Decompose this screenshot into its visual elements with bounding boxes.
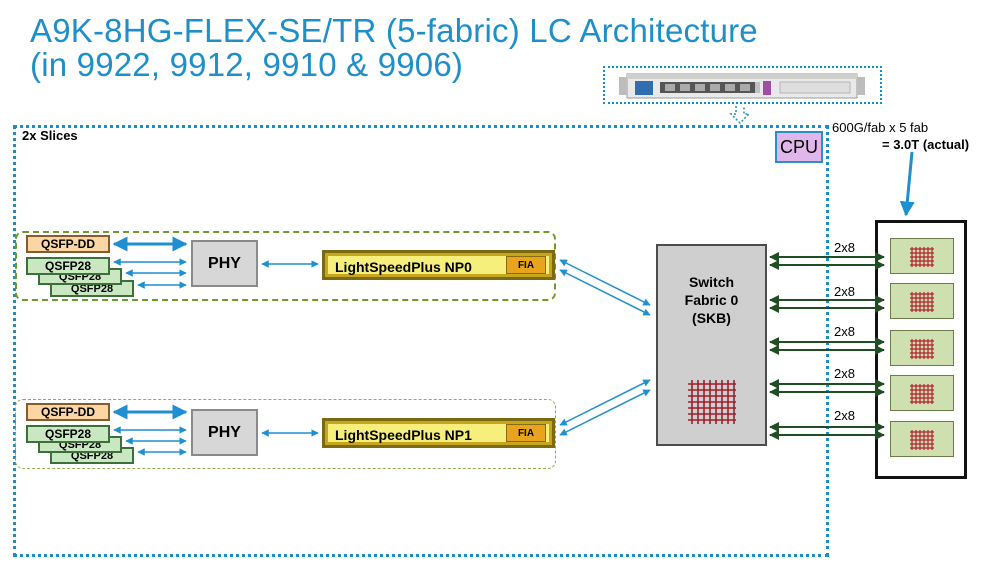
link-label-4: 2x8 — [834, 366, 855, 381]
fabric-card-4 — [890, 375, 954, 411]
linecard-image — [619, 73, 865, 99]
fabric-card-5 — [890, 421, 954, 457]
linecard-connector-icon — [729, 106, 751, 125]
fabric-note-line2: = 3.0T (actual) — [882, 137, 970, 152]
slice-0-qsfpdd: QSFP-DD — [26, 235, 110, 253]
fabric-card-3 — [890, 330, 954, 366]
link-label-3: 2x8 — [834, 324, 855, 339]
slice-0-fia: FIA — [506, 256, 546, 274]
fabric-card-1 — [890, 238, 954, 274]
fabric-card-5-chip-icon — [910, 430, 934, 450]
fabric-card-2-chip-icon — [910, 292, 934, 312]
slice-1-qsfp28-front: QSFP28 — [26, 425, 110, 443]
slice-1-frame — [15, 399, 556, 469]
slice-1-qsfpdd: QSFP-DD — [26, 403, 110, 421]
slice-1-np-label: LightSpeedPlus NP1 — [335, 427, 472, 443]
switch-fabric-line1: Switch — [688, 274, 735, 290]
slice-0-phy: PHY — [191, 240, 258, 287]
slice-0-qsfp28-front: QSFP28 — [26, 257, 110, 275]
slice-0-np: LightSpeedPlus NP0 FIA — [322, 250, 555, 280]
fabric-card-2 — [890, 283, 954, 319]
slice-1-phy: PHY — [191, 409, 258, 456]
switch-fabric-chip-icon — [688, 380, 736, 424]
slice-1-fia: FIA — [506, 424, 546, 442]
linecard-image-frame — [603, 66, 882, 104]
link-label-5: 2x8 — [834, 408, 855, 423]
switch-fabric-skb: Switch Fabric 0 (SKB) — [656, 244, 767, 446]
link-label-1: 2x8 — [834, 240, 855, 255]
cpu-box: CPU — [775, 131, 823, 163]
slice-1-np: LightSpeedPlus NP1 FIA — [322, 418, 555, 448]
fabric-note-line1: 600G/fab x 5 fab — [832, 120, 929, 135]
fabric-card-4-chip-icon — [910, 384, 934, 404]
slice-0-frame — [15, 231, 556, 301]
fabric-note-arrow — [899, 151, 915, 217]
switch-fabric-line3: (SKB) — [692, 310, 731, 326]
slices-label: 2x Slices — [22, 128, 78, 143]
slice-0-np-label: LightSpeedPlus NP0 — [335, 259, 472, 275]
fabric-card-3-chip-icon — [910, 339, 934, 359]
page-subtitle: (in 9922, 9912, 9910 & 9906) — [30, 46, 464, 83]
switch-fabric-line2: Fabric 0 — [684, 292, 739, 308]
page-title: A9K-8HG-FLEX-SE/TR (5-fabric) LC Archite… — [30, 12, 758, 49]
fabric-card-1-chip-icon — [910, 247, 934, 267]
